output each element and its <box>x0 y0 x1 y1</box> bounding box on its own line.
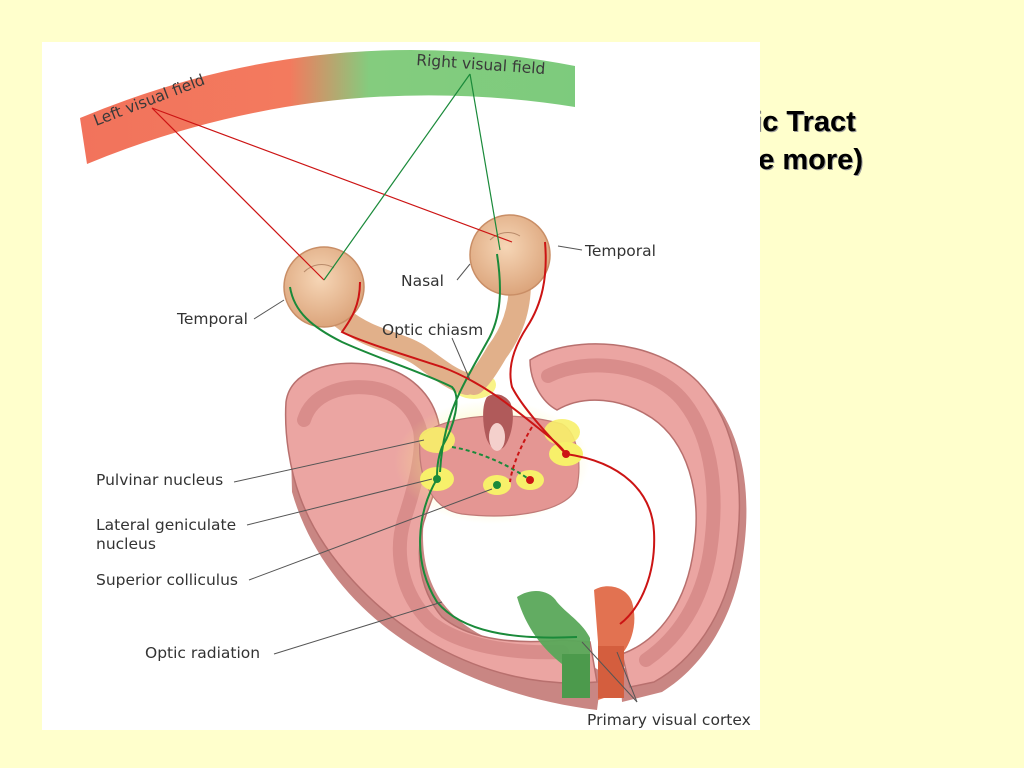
lateral-geniculate-label-line1: Lateral geniculate <box>96 516 236 534</box>
label-leader-lines <box>233 245 638 703</box>
temporal-right-label: Temporal <box>584 242 656 260</box>
pulvinar-nucleus-label: Pulvinar nucleus <box>96 471 223 489</box>
left-eyeball <box>283 246 365 328</box>
visual-field-arc <box>80 49 575 164</box>
pulvinar-nucleus-right <box>544 419 580 445</box>
right-optic-nerve <box>463 271 531 395</box>
optic-radiation-label: Optic radiation <box>145 644 260 662</box>
nasal-label: Nasal <box>401 272 444 290</box>
optic-chiasm-label: Optic chiasm <box>382 321 483 339</box>
brain-section <box>284 343 747 710</box>
superior-colliculus-label: Superior colliculus <box>96 571 238 589</box>
left-optic-nerve <box>331 307 478 395</box>
lateral-geniculate-label-line2: nucleus <box>96 535 156 553</box>
visual-pathway-diagram: Left visual field Right visual field Tem… <box>80 49 751 729</box>
temporal-left-label: Temporal <box>176 310 248 328</box>
visual-pathway-figure: Left visual field Right visual field Tem… <box>42 42 760 730</box>
primary-visual-cortex-label: Primary visual cortex <box>587 711 751 729</box>
left-field-pathway <box>340 241 656 625</box>
right-eyeball <box>469 214 551 296</box>
light-rays <box>151 73 513 281</box>
